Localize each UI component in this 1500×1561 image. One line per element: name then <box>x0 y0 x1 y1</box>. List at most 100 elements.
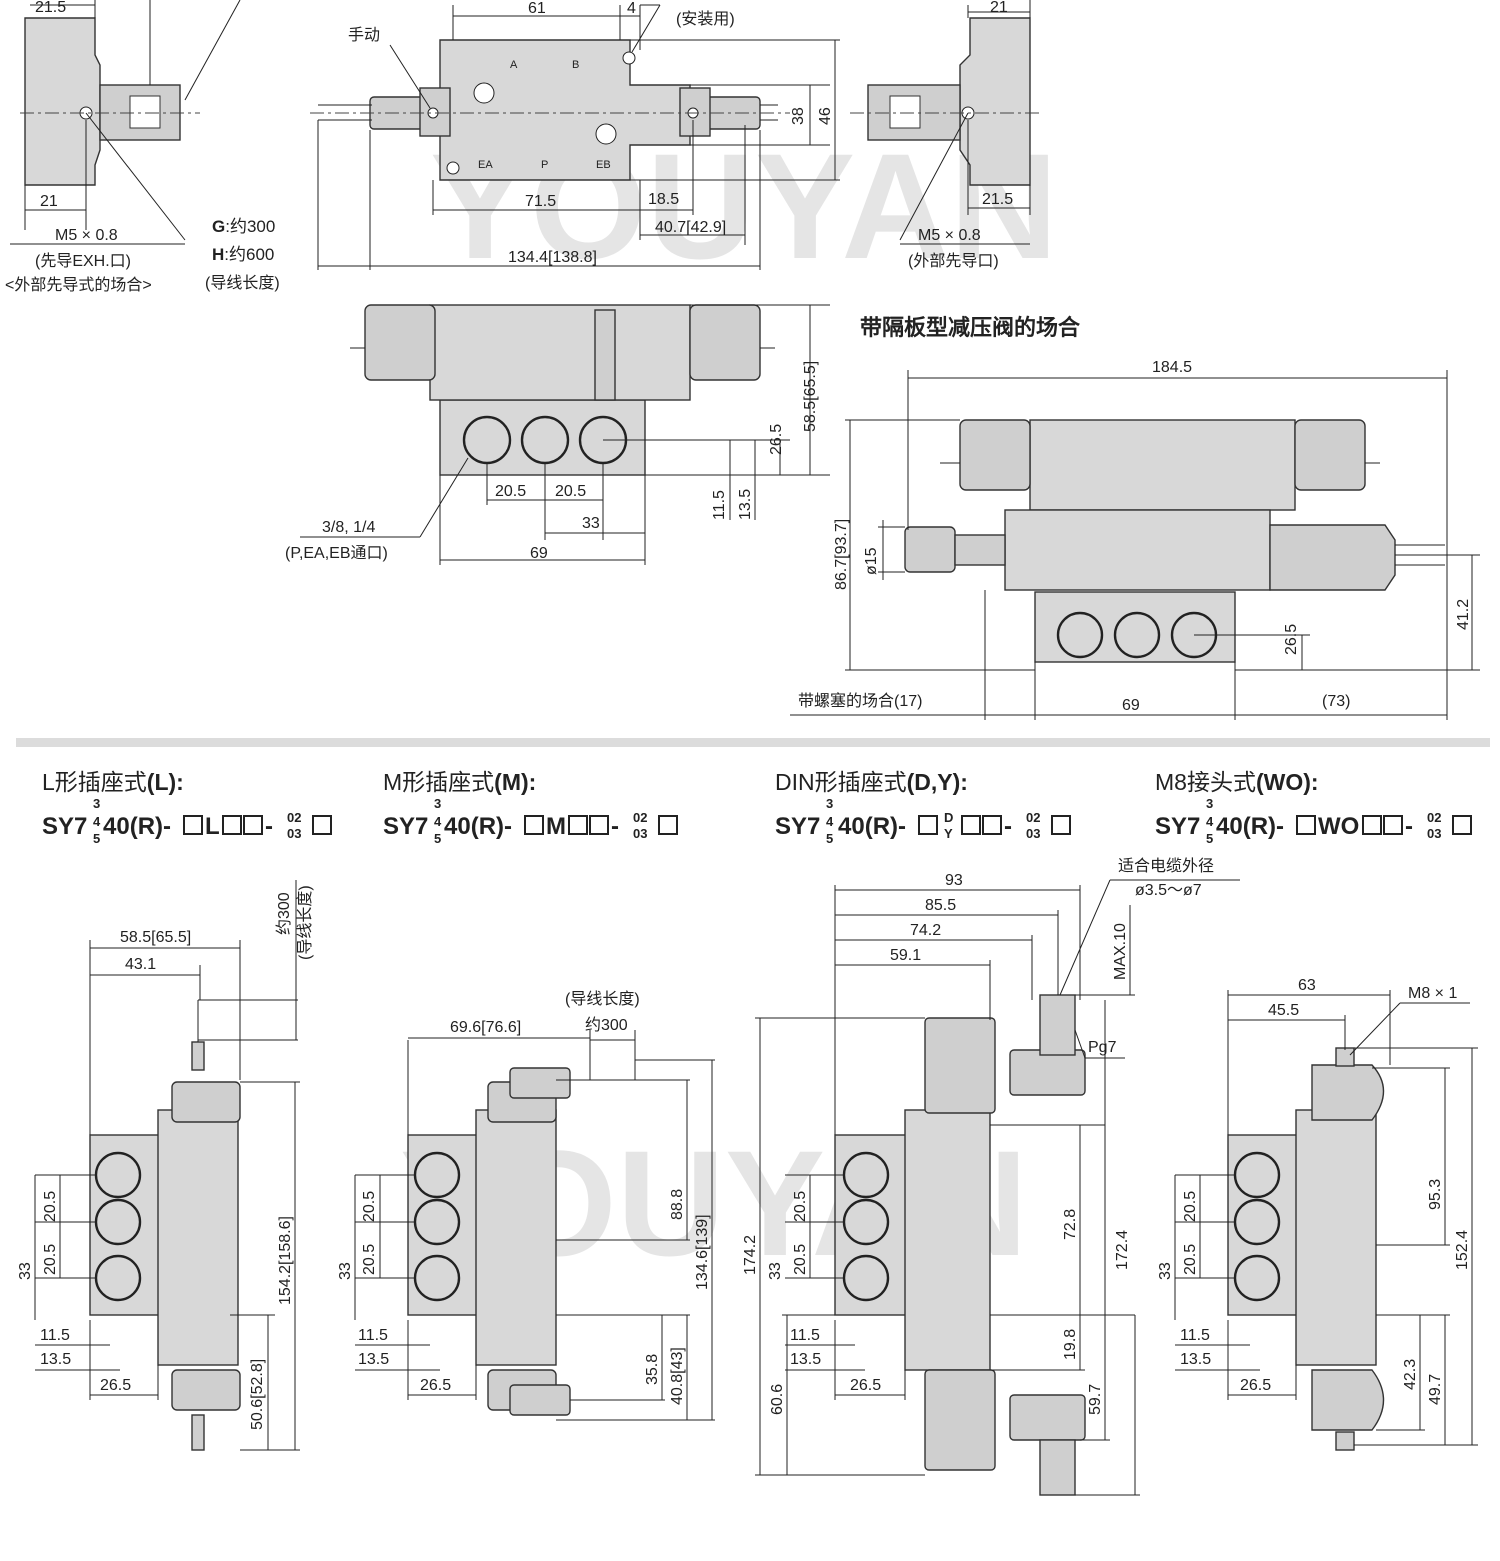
top-left-side-view <box>10 0 241 245</box>
dim-86-7: 86.7[93.7] <box>833 519 850 590</box>
wo-title: M8接头式 <box>1155 769 1256 795</box>
manual-label: 手动 <box>348 26 380 44</box>
port-note-label: (P,EA,EB通口) <box>285 544 388 562</box>
wo-dim-49-7: 49.7 <box>1427 1374 1444 1405</box>
port-letter-p: P <box>541 159 548 171</box>
m-dim-20-5-a: 20.5 <box>361 1191 378 1222</box>
din-model-b: 40(R)- <box>838 813 906 840</box>
m-pn-top: 02 <box>633 810 647 825</box>
g-value: :约300 <box>225 217 275 236</box>
wo-frac-top: 3 <box>1206 796 1213 811</box>
h-lead-label: H:约600 <box>212 245 274 264</box>
din-dim-11-5: 11.5 <box>790 1327 820 1344</box>
wo-pn-top: 02 <box>1427 810 1441 825</box>
dim-4: 4 <box>627 0 636 17</box>
mount-note: (安装用) <box>676 10 735 28</box>
m-dim-13-5: 13.5 <box>358 1351 389 1368</box>
wo-dim-45-5: 45.5 <box>1268 1002 1299 1019</box>
din-model-a: SY7 <box>775 813 820 840</box>
wo-dim-63: 63 <box>1298 977 1316 994</box>
l-model-b: 40(R)- <box>103 813 171 840</box>
dim-38: 38 <box>790 107 807 125</box>
dim-69-mid: 69 <box>530 545 548 562</box>
din-pn-top: 02 <box>1026 810 1040 825</box>
plug-note: 带螺塞的场合(17) <box>798 692 922 710</box>
wo-dim-20-5-b: 20.5 <box>1182 1244 1199 1275</box>
m-model-a: SY7 <box>383 813 428 840</box>
l-dim-50-6: 50.6[52.8] <box>249 1359 266 1430</box>
l-frac-bot: 5 <box>93 831 100 846</box>
m-title: M形插座式 <box>383 769 494 795</box>
m-dim-134-6: 134.6[139] <box>694 1214 711 1290</box>
din-model-d: - <box>1004 813 1012 840</box>
m5-left-note1: (先导EXH.口) <box>35 252 131 270</box>
header-m-title: M形插座式(M): <box>383 769 536 795</box>
din-top: D <box>944 810 953 825</box>
din-dim-59-7: 59.7 <box>1087 1384 1104 1415</box>
middle-right-regulator-view <box>790 370 1480 720</box>
l-dim-33: 33 <box>17 1262 34 1280</box>
l-code: (L): <box>147 769 184 795</box>
dim-33-mid: 33 <box>582 515 600 532</box>
m5-left-label: M5 × 0.8 <box>55 227 118 244</box>
dim-26-5-reg: 26.5 <box>1283 624 1300 655</box>
dim-134-4: 134.4[138.8] <box>508 249 597 266</box>
din-dim-20-5-b: 20.5 <box>792 1244 809 1275</box>
dim-73-reg: (73) <box>1322 693 1350 710</box>
dim-41-2: 41.2 <box>1455 599 1472 630</box>
wo-code: (WO): <box>1256 769 1319 795</box>
m-dim-20-5-b: 20.5 <box>361 1244 378 1275</box>
m-dim-88-8: 88.8 <box>669 1189 686 1220</box>
din-dim-20-5-a: 20.5 <box>792 1191 809 1222</box>
port-letter-ea: EA <box>478 159 493 171</box>
din-type-drawing <box>755 879 1240 1496</box>
wo-model-d: - <box>1405 813 1413 840</box>
m-type-drawing <box>354 1030 715 1421</box>
din-frac-bot: 5 <box>826 831 833 846</box>
m-frac-bot: 5 <box>434 831 441 846</box>
m-dim-26-5: 26.5 <box>420 1377 451 1394</box>
h-value: :约600 <box>224 245 274 264</box>
din-dim-13-5: 13.5 <box>790 1351 821 1368</box>
dim-20-5-mid-a: 20.5 <box>495 483 526 500</box>
din-dim-60-6: 60.6 <box>769 1384 786 1415</box>
h-label: H <box>212 245 224 264</box>
m5-right-label: M5 × 0.8 <box>918 227 981 244</box>
l-dim-20-5-a: 20.5 <box>42 1191 59 1222</box>
dim-20-5-mid-b: 20.5 <box>555 483 586 500</box>
dim-69-reg: 69 <box>1122 697 1140 714</box>
m-dim-33: 33 <box>337 1262 354 1280</box>
din-dim-26-5: 26.5 <box>850 1377 881 1394</box>
wo-frac-bot: 5 <box>1206 831 1213 846</box>
middle-left-front-view <box>300 304 830 565</box>
din-bot: Y <box>944 826 953 841</box>
m-model-b: 40(R)- <box>444 813 512 840</box>
din-cable-note: 适合电缆外径 <box>1118 857 1214 875</box>
port-size-label: 3/8, 1/4 <box>322 519 375 536</box>
din-dim-174-2: 174.2 <box>742 1235 759 1275</box>
l-dim-58-5: 58.5[65.5] <box>120 929 191 946</box>
m5-right-note: (外部先导口) <box>908 252 999 270</box>
m-dim-35-8: 35.8 <box>644 1354 661 1385</box>
din-frac-mid: 4 <box>826 814 834 829</box>
din-cable-range: ø3.5～ø7 <box>1135 882 1202 899</box>
header-l-type: L形插座式(L): SY7 3 4 5 40(R)- L - 02 03 <box>42 769 332 846</box>
wo-dim-20-5-a: 20.5 <box>1182 1191 1199 1222</box>
wo-dim-95-3: 95.3 <box>1427 1179 1444 1210</box>
dim-40-7: 40.7[42.9] <box>655 219 726 236</box>
wo-pn-bot: 03 <box>1427 826 1441 841</box>
g-label: G <box>212 217 225 236</box>
wo-model-a: SY7 <box>1155 813 1200 840</box>
l-pn-top: 02 <box>287 810 301 825</box>
din-dim-33: 33 <box>767 1262 784 1280</box>
l-model-c: L <box>205 813 220 840</box>
din-dim-59-1: 59.1 <box>890 947 921 964</box>
din-title: DIN形插座式 <box>775 769 907 795</box>
m-dim-11-5: 11.5 <box>358 1327 388 1344</box>
wo-dim-11-5: 11.5 <box>1180 1327 1210 1344</box>
m-dim-69-6: 69.6[76.6] <box>450 1019 521 1036</box>
m-frac-top: 3 <box>434 796 441 811</box>
wo-m8-label: M8 × 1 <box>1408 985 1457 1002</box>
top-center-valve-view <box>310 4 840 270</box>
top-right-side-view <box>850 0 1040 245</box>
